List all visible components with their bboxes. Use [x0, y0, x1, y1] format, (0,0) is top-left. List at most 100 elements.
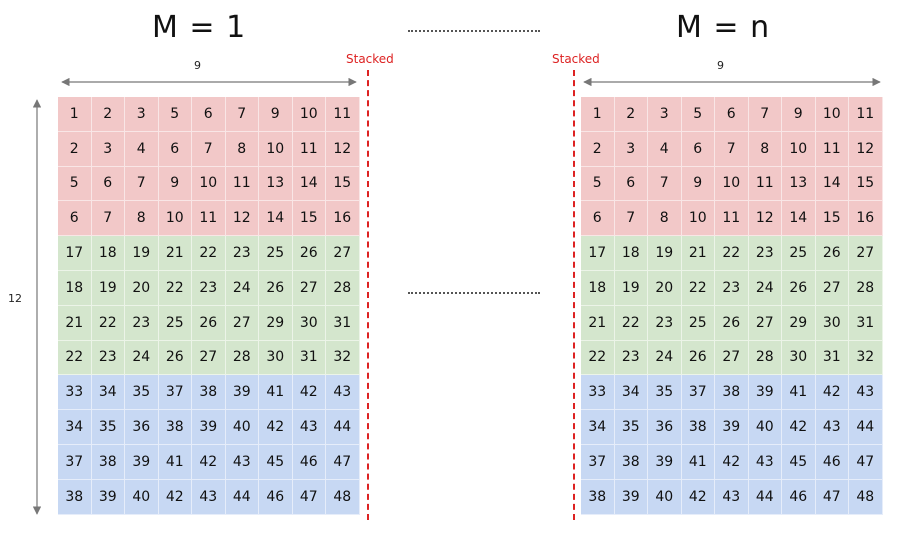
- matrix-cell: 2: [614, 97, 648, 132]
- matrix-cell: 26: [158, 340, 192, 376]
- matrix-cell: 7: [225, 97, 259, 132]
- matrix-cell: 27: [225, 305, 259, 341]
- matrix-cell: 27: [815, 270, 849, 306]
- matrix-cell: 26: [815, 236, 849, 271]
- matrix-cell: 9: [782, 97, 816, 132]
- matrix-cell: 15: [292, 201, 326, 237]
- matrix-cell: 24: [225, 270, 259, 306]
- width-label-right: 9: [717, 59, 724, 72]
- matrix-cell: 33: [58, 375, 92, 411]
- matrix-cell: 31: [326, 305, 360, 341]
- matrix-cell: 6: [614, 166, 648, 202]
- matrix-cell: 20: [125, 270, 159, 306]
- matrix-cell: 8: [748, 131, 782, 167]
- matrix-cell: 25: [158, 305, 192, 341]
- matrix-cell: 21: [158, 236, 192, 271]
- matrix-cell: 6: [192, 97, 226, 132]
- matrix-cell: 35: [91, 410, 125, 445]
- matrix-cell: 35: [648, 375, 682, 411]
- matrix-cell: 19: [614, 270, 648, 306]
- matrix-cell: 15: [326, 166, 360, 202]
- matrix-cell: 27: [715, 340, 749, 376]
- stacked-divider-left: [367, 70, 369, 520]
- stacked-divider-right: [573, 70, 575, 520]
- matrix-cell: 42: [815, 375, 849, 411]
- matrix-cell: 2: [91, 97, 125, 132]
- matrix-cell: 9: [681, 166, 715, 202]
- matrix-cell: 28: [748, 340, 782, 376]
- matrix-cell: 34: [581, 410, 615, 445]
- matrix-cell: 25: [681, 305, 715, 341]
- matrix-cell: 41: [681, 444, 715, 480]
- matrix-cell: 42: [259, 410, 293, 445]
- matrix-cell: 42: [715, 444, 749, 480]
- matrix-cell: 24: [125, 340, 159, 376]
- matrix-cell: 32: [849, 340, 883, 376]
- matrix-cell: 23: [748, 236, 782, 271]
- matrix-cell: 21: [581, 305, 615, 341]
- matrix-cell: 22: [581, 340, 615, 376]
- matrix-cell: 8: [648, 201, 682, 237]
- matrix-cell: 19: [648, 236, 682, 271]
- matrix-cell: 7: [614, 201, 648, 237]
- matrix-cell: 26: [782, 270, 816, 306]
- title-right: M = n: [676, 10, 771, 45]
- matrix-cell: 9: [259, 97, 293, 132]
- matrix-cell: 10: [815, 97, 849, 132]
- matrix-cell: 11: [326, 97, 360, 132]
- matrix-cell: 48: [326, 479, 360, 515]
- matrix-cell: 22: [715, 236, 749, 271]
- matrix-cell: 38: [715, 375, 749, 411]
- matrix-cell: 43: [225, 444, 259, 480]
- matrix-cell: 37: [158, 375, 192, 411]
- matrix-cell: 43: [326, 375, 360, 411]
- matrix-cell: 11: [748, 166, 782, 202]
- matrix-cell: 14: [815, 166, 849, 202]
- matrix-cell: 38: [158, 410, 192, 445]
- matrix-cell: 7: [192, 131, 226, 167]
- matrix-cell: 44: [748, 479, 782, 515]
- matrix-cell: 46: [782, 479, 816, 515]
- matrix-cell: 34: [614, 375, 648, 411]
- matrix-cell: 5: [58, 166, 92, 202]
- matrix-cell: 28: [225, 340, 259, 376]
- stacked-label-right: Stacked: [552, 52, 600, 66]
- matrix-cell: 26: [292, 236, 326, 271]
- matrix-cell: 25: [259, 236, 293, 271]
- matrix-cell: 23: [715, 270, 749, 306]
- matrix-cell: 17: [581, 236, 615, 271]
- matrix-cell: 31: [849, 305, 883, 341]
- matrix-cell: 46: [292, 444, 326, 480]
- matrix-cell: 43: [815, 410, 849, 445]
- matrix-cell: 26: [681, 340, 715, 376]
- matrix-cell: 43: [748, 444, 782, 480]
- matrix-cell: 3: [614, 131, 648, 167]
- matrix-cell: 38: [58, 479, 92, 515]
- matrix-cell: 6: [91, 166, 125, 202]
- matrix-cell: 19: [91, 270, 125, 306]
- matrix-cell: 31: [815, 340, 849, 376]
- matrix-cell: 29: [782, 305, 816, 341]
- matrix-cell: 6: [715, 97, 749, 132]
- matrix-cell: 5: [681, 97, 715, 132]
- matrix-cell: 2: [58, 131, 92, 167]
- matrix-cell: 47: [815, 479, 849, 515]
- matrix-cell: 45: [782, 444, 816, 480]
- matrix-cell: 41: [782, 375, 816, 411]
- matrix-cell: 15: [849, 166, 883, 202]
- matrix-cell: 47: [326, 444, 360, 480]
- matrix-cell: 13: [782, 166, 816, 202]
- matrix-cell: 23: [614, 340, 648, 376]
- matrix-cell: 4: [125, 131, 159, 167]
- matrix-cell: 14: [292, 166, 326, 202]
- matrix-cell: 42: [158, 479, 192, 515]
- matrix-cell: 37: [681, 375, 715, 411]
- matrix-cell: 10: [158, 201, 192, 237]
- matrix-cell: 43: [849, 375, 883, 411]
- matrix-cell: 23: [225, 236, 259, 271]
- matrix-cell: 10: [192, 166, 226, 202]
- matrix-cell: 39: [648, 444, 682, 480]
